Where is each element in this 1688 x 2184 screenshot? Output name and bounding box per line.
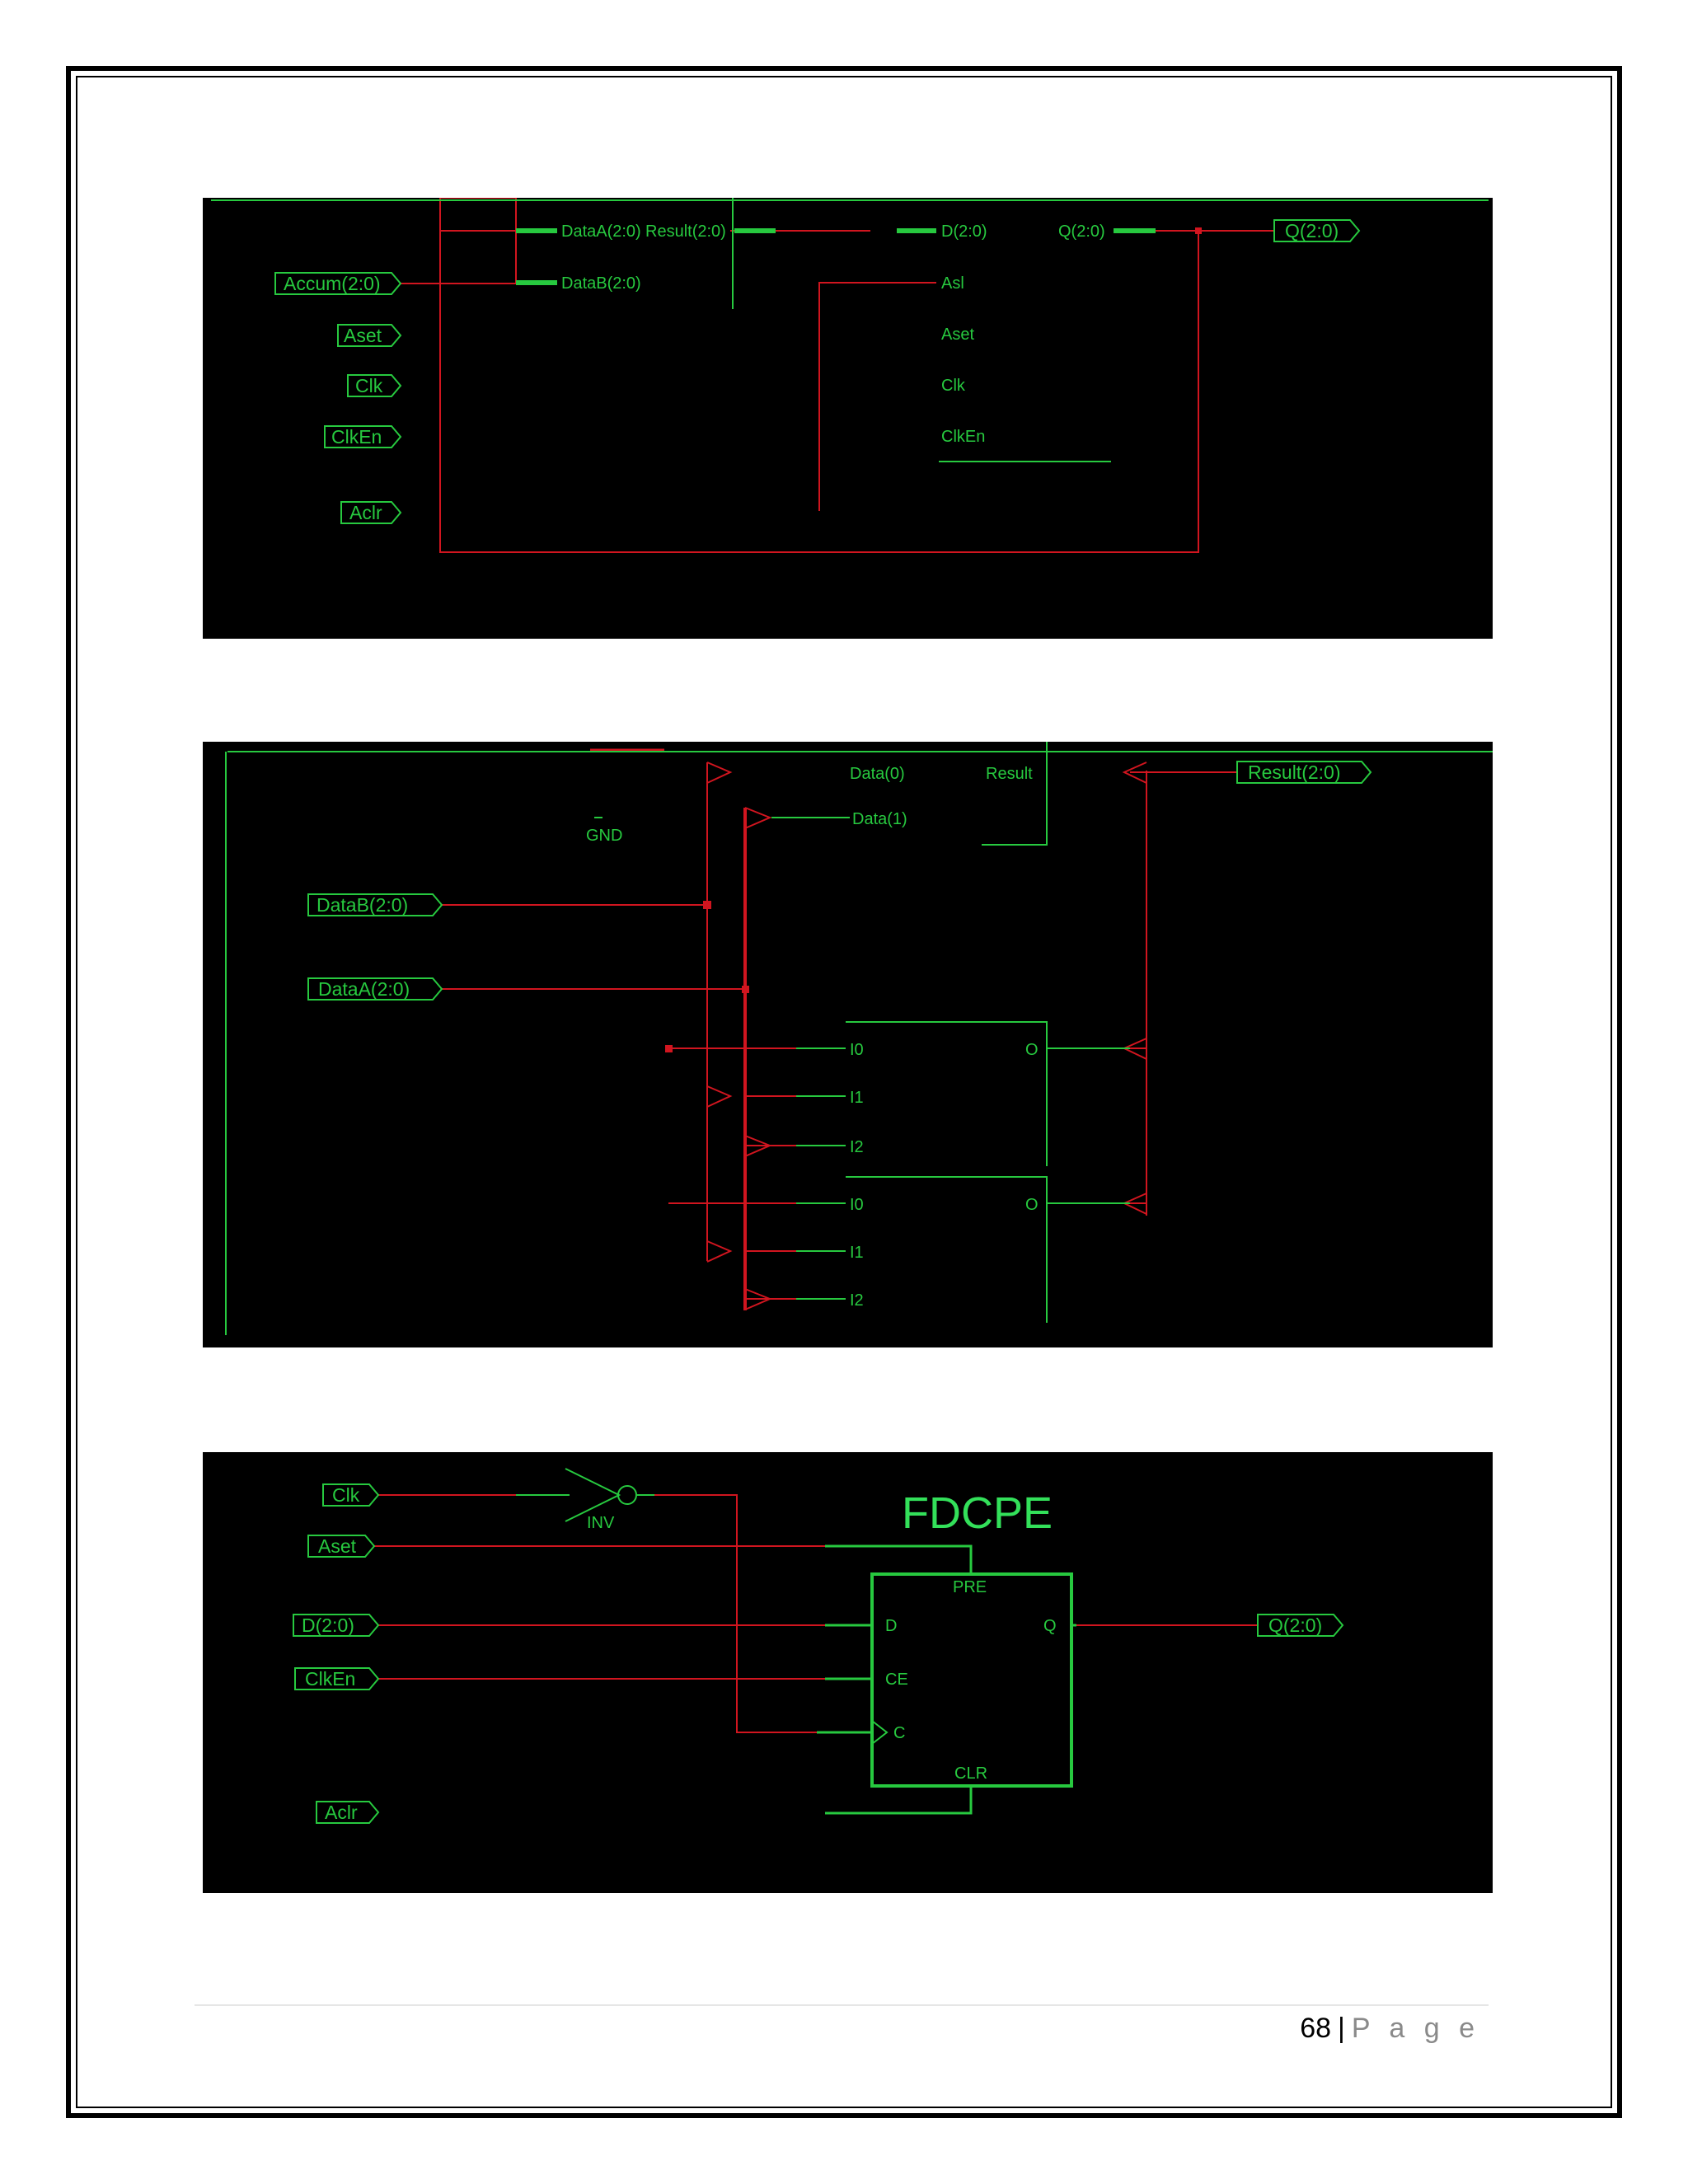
pin-clk: Clk <box>941 377 966 395</box>
lut2-pins: I0 I1 I2 O <box>850 1196 1039 1310</box>
pin-result-top: Result <box>986 765 1033 783</box>
schematic-accumulator: DataA(2:0) Result(2:0) DataB(2:0) D(2:0)… <box>203 198 1493 639</box>
port-clk-label: Clk <box>332 1484 360 1506</box>
port-dataa-label: DataA(2:0) <box>318 978 410 1000</box>
pin-datab: DataB(2:0) <box>561 274 641 293</box>
port-accum[interactable]: Accum(2:0) <box>274 272 402 295</box>
ff-title: FDCPE <box>902 1488 1053 1538</box>
port-clken-label: ClkEn <box>305 1668 355 1690</box>
port-datab[interactable]: DataB(2:0) <box>307 893 443 916</box>
pin-q: Q(2:0) <box>1058 223 1105 241</box>
lut1-i0: I0 <box>850 1041 864 1059</box>
port-clk[interactable]: Clk <box>347 374 402 397</box>
lut2-i0: I0 <box>850 1196 864 1214</box>
pin-clken: ClkEn <box>941 428 985 446</box>
inverter-label: INV <box>587 1514 615 1532</box>
pin-result: Result(2:0) <box>645 223 726 241</box>
junction-dot <box>1195 227 1202 234</box>
component-lines <box>225 742 1493 1335</box>
port-q-label: Q(2:0) <box>1268 1615 1322 1636</box>
port-aclr-label: Aclr <box>349 502 382 523</box>
port-datab-label: DataB(2:0) <box>316 894 408 916</box>
port-result-label: Result(2:0) <box>1248 762 1340 783</box>
pin-pre: PRE <box>953 1578 987 1596</box>
port-aset[interactable]: Aset <box>337 324 402 347</box>
footer-separator: | <box>1338 2013 1345 2044</box>
port-aclr[interactable]: Aclr <box>340 501 402 524</box>
pin-clr: CLR <box>954 1765 987 1783</box>
register-pin-labels: D(2:0) Q(2:0) Asl Aset Clk ClkEn <box>941 223 1105 446</box>
gnd-label: GND <box>586 827 622 845</box>
wires <box>442 748 1237 1310</box>
junction-dot <box>665 1045 673 1052</box>
lut2-o: O <box>1025 1196 1039 1214</box>
port-d-label: D(2:0) <box>302 1615 354 1636</box>
port-aclr[interactable]: Aclr <box>316 1801 380 1824</box>
port-clken[interactable]: ClkEn <box>294 1667 380 1690</box>
output-port-q[interactable]: Q(2:0) <box>1257 1614 1344 1637</box>
bus-rippers <box>706 762 1147 1310</box>
port-clk[interactable]: Clk <box>322 1483 380 1507</box>
port-aset-label: Aset <box>344 325 382 346</box>
pin-aset: Aset <box>941 326 974 344</box>
component-lines <box>211 198 1489 462</box>
pin-d: D(2:0) <box>941 223 987 241</box>
lut1-o: O <box>1025 1041 1039 1059</box>
wires <box>401 198 1274 553</box>
schematic-accumulator-canvas: DataA(2:0) Result(2:0) DataB(2:0) D(2:0)… <box>211 198 1489 553</box>
pin-q: Q <box>1043 1617 1057 1635</box>
schematic-fdcpe-canvas: FDCPE INV PRE D Q CE C CLR Clk Aset D(2:… <box>293 1468 1344 1824</box>
input-ports: Accum(2:0) Aset Clk ClkEn Aclr <box>274 272 402 524</box>
footer-divider <box>195 2004 1489 2006</box>
port-aset-label: Aset <box>318 1535 357 1557</box>
pin-c: C <box>893 1724 905 1742</box>
component-lines <box>516 1468 1076 1815</box>
port-aset[interactable]: Aset <box>307 1535 376 1558</box>
pin-d: D <box>885 1617 897 1635</box>
pin-dataa: DataA(2:0) <box>561 223 641 241</box>
lut1-i2: I2 <box>850 1138 864 1156</box>
schematic-adder-luts: GND Data(0) Data(1) Result I0 I1 I2 O I0… <box>203 742 1493 1347</box>
lut1-pins: I0 I1 I2 O <box>850 1041 1039 1156</box>
output-port-q[interactable]: Q(2:0) <box>1273 219 1361 242</box>
page-border-inner <box>76 76 1612 2108</box>
lut1-i1: I1 <box>850 1089 864 1107</box>
page-number: 68 <box>1300 2013 1332 2044</box>
junction-dot <box>742 986 749 993</box>
port-q-label: Q(2:0) <box>1285 220 1339 241</box>
ff-pin-labels: PRE D Q CE C CLR <box>885 1578 1057 1783</box>
lut2-i1: I1 <box>850 1244 864 1262</box>
schematic-adder-luts-canvas: GND Data(0) Data(1) Result I0 I1 I2 O I0… <box>225 742 1493 1335</box>
schematic-fdcpe: FDCPE INV PRE D Q CE C CLR Clk Aset D(2:… <box>203 1452 1493 1893</box>
adder-pin-labels: DataA(2:0) Result(2:0) DataB(2:0) <box>561 223 726 293</box>
port-accum-label: Accum(2:0) <box>284 273 381 294</box>
port-clken-label: ClkEn <box>331 426 382 448</box>
top-block-pins: Data(0) Data(1) Result <box>850 765 1033 828</box>
lut2-i2: I2 <box>850 1291 864 1310</box>
junction-dot <box>703 901 711 909</box>
port-aclr-label: Aclr <box>325 1802 358 1823</box>
wires <box>374 1494 1258 1733</box>
port-d[interactable]: D(2:0) <box>293 1614 380 1637</box>
pin-asl: Asl <box>941 274 964 293</box>
port-clk-label: Clk <box>355 375 383 396</box>
page-border-outer <box>66 66 1622 2118</box>
pin-ce: CE <box>885 1671 908 1689</box>
pin-data0: Data(0) <box>850 765 905 783</box>
port-result-out[interactable]: Result(2:0) <box>1236 761 1372 784</box>
page-footer: 68|P a g e <box>1300 2013 1480 2045</box>
pin-data1: Data(1) <box>852 810 907 828</box>
port-dataa[interactable]: DataA(2:0) <box>307 977 443 1001</box>
page-word: P a g e <box>1351 2013 1480 2044</box>
port-clken[interactable]: ClkEn <box>324 425 402 448</box>
